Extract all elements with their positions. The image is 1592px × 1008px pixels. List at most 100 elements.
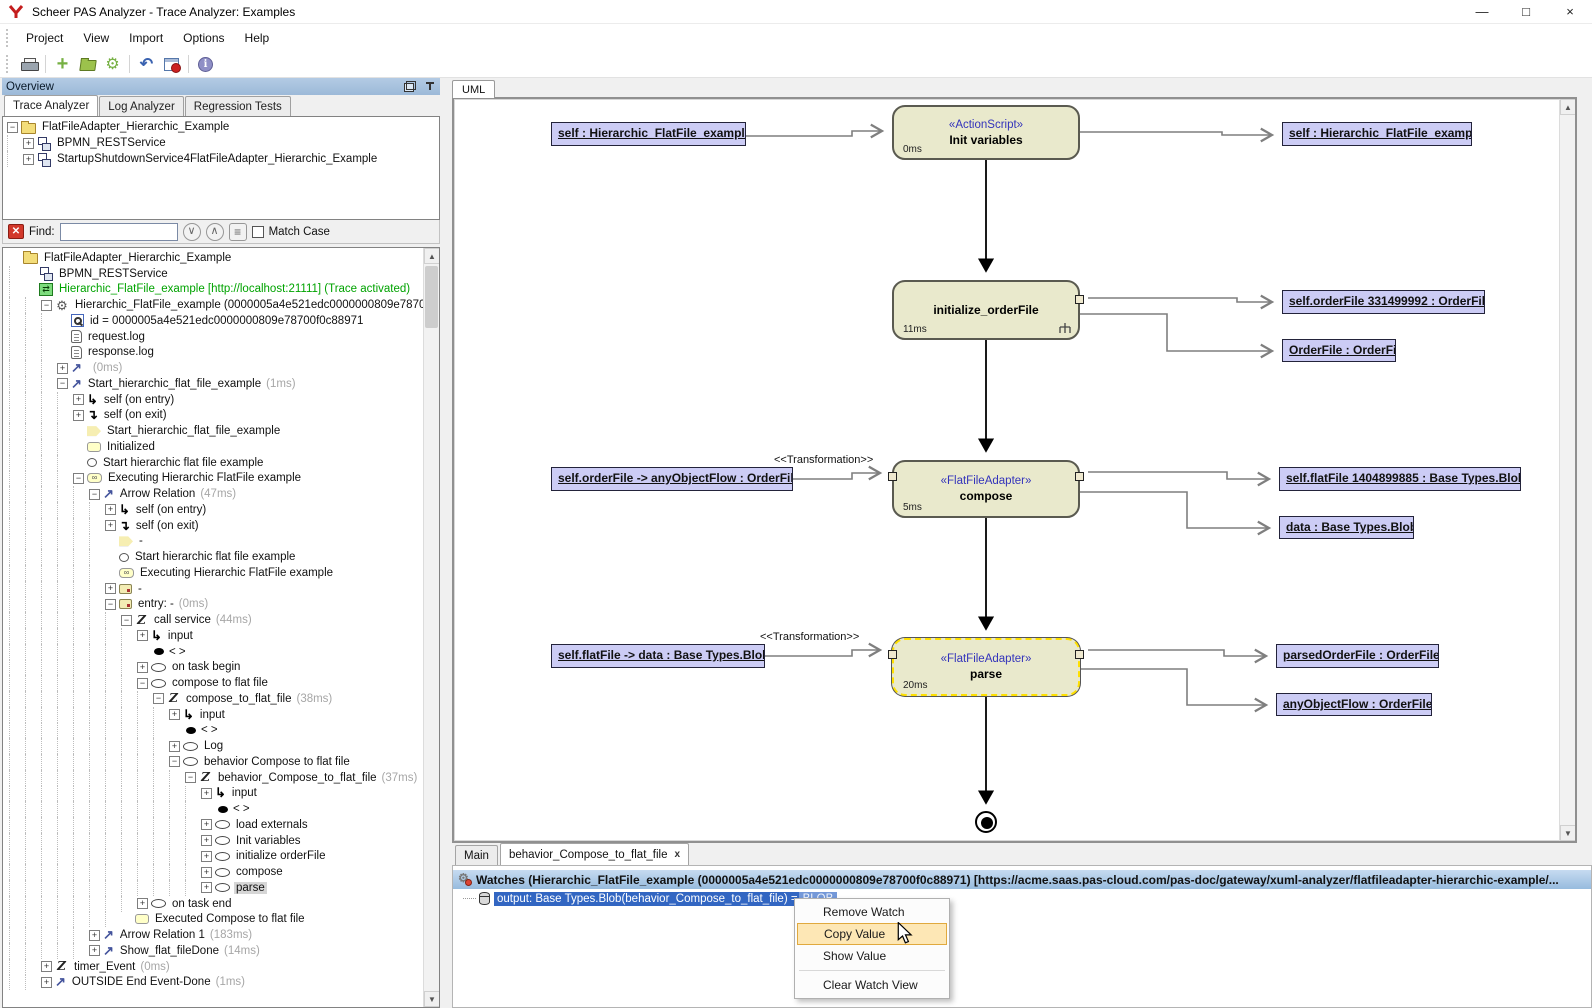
menu-view[interactable]: View (83, 30, 110, 45)
expand-toggle[interactable]: + (57, 362, 68, 374)
menu-help[interactable]: Help (244, 30, 270, 45)
open-button[interactable] (75, 53, 100, 75)
tree-row-timer-event[interactable]: +timer_Event(0ms) (5, 958, 439, 975)
tree-row-arrow-relation-1[interactable]: +Arrow Relation 1(183ms) (5, 927, 439, 943)
object-node-self-hierarchic-flatfile-example[interactable]: self : Hierarchic_FlatFile_example (1282, 122, 1472, 146)
expand-toggle[interactable]: + (201, 882, 212, 894)
tree-row-id-0000005a4e521edc0000000809e78700f0c88971[interactable]: id = 0000005a4e521edc0000000809e78700f0c… (5, 313, 439, 329)
expand-toggle[interactable]: + (137, 898, 148, 910)
trace-tree-scrollbar[interactable]: ▲ ▼ (423, 248, 439, 1007)
scroll-down-icon[interactable]: ▼ (424, 991, 439, 1007)
tree-row-arrow-relation[interactable]: −Arrow Relation(47ms) (5, 486, 439, 502)
collapse-toggle[interactable]: − (153, 693, 164, 705)
tab-main[interactable]: Main (455, 845, 498, 865)
collapse-toggle[interactable]: − (185, 772, 196, 784)
tree-row-start-hierarchic-flat-file-example[interactable]: Start_hierarchic_flat_file_example (5, 423, 439, 439)
scroll-thumb[interactable] (425, 266, 438, 328)
expand-toggle[interactable]: + (23, 153, 34, 165)
diagram-scrollbar[interactable]: ▲ ▼ (1559, 99, 1575, 841)
tree-row-input[interactable]: +input (5, 706, 439, 723)
scroll-up-icon[interactable]: ▲ (1560, 99, 1575, 115)
trace-window-button[interactable] (159, 53, 184, 75)
expand-toggle[interactable]: + (41, 961, 52, 973)
tree-row-show-flat-filedone[interactable]: +Show_flat_fileDone(14ms) (5, 943, 439, 959)
maximize-button[interactable]: □ (1522, 4, 1530, 19)
collapse-toggle[interactable]: − (105, 598, 116, 610)
expand-toggle[interactable]: + (201, 850, 212, 862)
expand-toggle[interactable]: + (105, 520, 116, 532)
tree-row-self-on-entry[interactable]: +self (on entry) (5, 502, 439, 518)
tree-row-behavior-compose-to-flat-file[interactable]: −behavior Compose to flat file (5, 754, 439, 770)
collapse-toggle[interactable]: − (121, 614, 132, 626)
tree-row-bpmn-restservice[interactable]: +BPMN_RESTService (3, 135, 439, 151)
expand-toggle[interactable]: + (137, 661, 148, 673)
tree-row-request-log[interactable]: request.log (5, 328, 439, 345)
tree-row-load-externals[interactable]: +load externals (5, 817, 439, 833)
tree-row-0ms[interactable]: +(0ms) (5, 360, 439, 376)
collapse-toggle[interactable]: − (41, 299, 52, 311)
tab-trace-analyzer[interactable]: Trace Analyzer (4, 95, 99, 116)
menu-project[interactable]: Project (26, 30, 64, 45)
collapse-toggle[interactable]: − (137, 677, 148, 689)
tree-row-compose-to-flat-file[interactable]: −compose_to_flat_file(38ms) (5, 691, 439, 707)
watches-header[interactable]: Watches (Hierarchic_FlatFile_example (00… (453, 870, 1591, 889)
tree-row-compose-to-flat-file[interactable]: −compose to flat file (5, 675, 439, 691)
expand-toggle[interactable]: + (201, 819, 212, 831)
context-menu-show-value[interactable]: Show Value (823, 949, 887, 963)
expand-toggle[interactable]: + (23, 137, 34, 149)
expand-toggle[interactable]: + (201, 866, 212, 878)
tree-row-start-hierarchic-flat-file-example[interactable]: Start hierarchic flat file example (5, 549, 439, 565)
tree-row-self-on-exit[interactable]: +self (on exit) (5, 407, 439, 424)
tree-row-item[interactable]: - (5, 533, 439, 550)
tree-row-executing-hierarchic-flatfile-example[interactable]: Executing Hierarchic FlatFile example (5, 565, 439, 581)
tree-row-bpmn-restservice[interactable]: BPMN_RESTService (5, 265, 439, 282)
pin-panel-icon[interactable] (424, 81, 436, 92)
tree-row-flatfileadapter-hierarchic-example[interactable]: FlatFileAdapter_Hierarchic_Example (5, 250, 439, 266)
tree-row-self-on-entry[interactable]: +self (on entry) (5, 391, 439, 408)
tree-row-executed-compose-to-flat-file[interactable]: Executed Compose to flat file (5, 911, 439, 928)
expand-toggle[interactable]: + (89, 945, 100, 957)
find-highlight-all-icon[interactable]: ≡ (228, 222, 247, 241)
tree-row-self-on-exit[interactable]: +self (on exit) (5, 517, 439, 534)
tree-row-executing-hierarchic-flatfile-example[interactable]: −Executing Hierarchic FlatFile example (5, 470, 439, 487)
match-case-checkbox[interactable] (251, 225, 264, 238)
object-node-self-orderfile-anyobjectflow-orderfile[interactable]: self.orderFile -> anyObjectFlow : OrderF… (551, 467, 793, 491)
minimize-button[interactable]: — (1475, 4, 1489, 19)
tree-row-item[interactable]: < > (5, 722, 439, 739)
settings-button[interactable] (100, 53, 125, 75)
expand-toggle[interactable]: + (201, 787, 212, 799)
tree-row-startupshutdownservice4flatfileadapter-hierarchic-example[interactable]: +StartupShutdownService4FlatFileAdapter_… (3, 151, 439, 167)
float-panel-icon[interactable] (404, 81, 416, 92)
menu-options[interactable]: Options (183, 30, 225, 45)
scroll-up-icon[interactable]: ▲ (424, 248, 439, 264)
tree-row-start-hierarchic-flat-file-example[interactable]: Start hierarchic flat file example (5, 454, 439, 471)
info-button[interactable] (193, 53, 218, 75)
expand-toggle[interactable]: + (105, 504, 116, 516)
find-previous-icon[interactable]: ∧ (205, 222, 224, 241)
collapse-toggle[interactable]: − (57, 378, 68, 390)
tree-row-on-task-end[interactable]: +on task end (5, 895, 439, 912)
tree-row-flatfileadapter-hierarchic-example[interactable]: −FlatFileAdapter_Hierarchic_Example (3, 119, 439, 135)
tree-row-input[interactable]: +input (5, 628, 439, 644)
collapse-toggle[interactable]: − (7, 121, 18, 133)
expand-toggle[interactable]: + (41, 976, 52, 988)
expand-toggle[interactable]: + (105, 583, 116, 595)
undo-button[interactable] (134, 53, 159, 75)
object-node-data-base-types-blob[interactable]: data : Base Types.Blob (1279, 516, 1414, 539)
tree-row-input[interactable]: +input (5, 785, 439, 802)
tree-row-parse[interactable]: +parse (5, 880, 439, 896)
tree-row-behavior-compose-to-flat-file[interactable]: −behavior_Compose_to_flat_file(37ms) (5, 769, 439, 786)
tree-row-on-task-begin[interactable]: +on task begin (5, 659, 439, 676)
context-menu-copy-value[interactable]: Copy Value (797, 923, 947, 945)
tree-row-outside-end-event-done[interactable]: +OUTSIDE End Event-Done(1ms) (5, 974, 439, 991)
tree-row-initialized[interactable]: Initialized (5, 439, 439, 455)
expand-toggle[interactable]: + (201, 835, 212, 847)
find-next-icon[interactable]: ∨ (182, 222, 201, 241)
tree-row-init-variables[interactable]: +Init variables (5, 832, 439, 849)
tree-row-item[interactable]: < > (5, 643, 439, 660)
